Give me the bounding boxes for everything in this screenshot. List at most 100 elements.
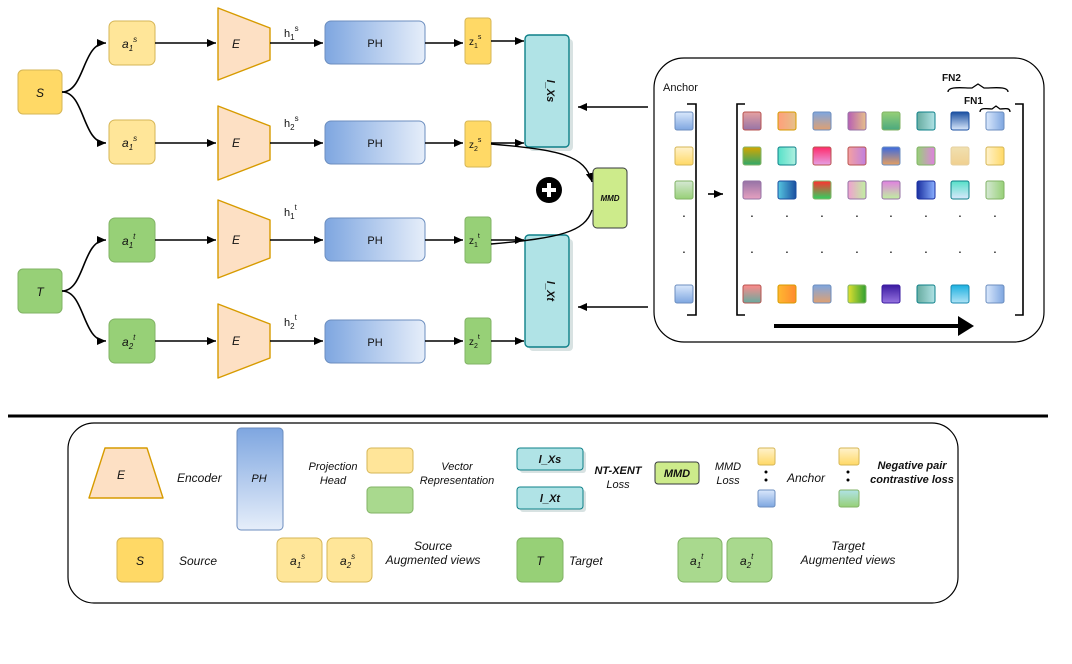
- legend-ntxent-label-2: Loss: [606, 479, 630, 491]
- encoder-label: E: [232, 233, 241, 247]
- legend-vector-label-1: Vector: [441, 461, 474, 473]
- branch-connectors: [61, 39, 107, 345]
- legend-src-aug-1: Source: [414, 539, 452, 553]
- ph-label: PH: [367, 38, 382, 50]
- h-label: h2t: [284, 313, 298, 331]
- contrastive-matrix-panel: Anchor FN2 FN1 ··················: [653, 57, 1045, 343]
- matrix-cell: [916, 180, 936, 200]
- source-node: S: [17, 69, 63, 115]
- matrix-cell: [881, 111, 901, 131]
- legend-tgt-view1: a1t: [690, 552, 704, 570]
- view-a2s: a1s: [108, 119, 156, 165]
- z-label: z2t: [469, 334, 480, 350]
- mmd-connectors: [490, 143, 594, 245]
- ph-4: PH: [324, 319, 426, 364]
- ph-1: PH: [324, 20, 426, 65]
- ellipsis-dot: ·: [750, 207, 755, 223]
- encoder-4: E: [217, 303, 271, 379]
- legend-neg-label-1: Negative pair: [877, 460, 947, 472]
- matrix-cell: [777, 111, 797, 131]
- anchor-cell: [674, 146, 694, 166]
- matrix-left-bracket: [736, 103, 745, 316]
- anchor-cell: [674, 111, 694, 131]
- anchor-cell: [674, 284, 694, 304]
- source-node-label: S: [36, 86, 44, 100]
- loss-source-box: l_Xs: [524, 34, 573, 151]
- fn2-brace: [947, 83, 1009, 93]
- legend-anchor: Anchor: [757, 447, 826, 508]
- ellipsis-dot: ·: [682, 243, 687, 259]
- encoder-2: E: [217, 105, 271, 181]
- matrix-cell: [881, 284, 901, 304]
- matrix-cell: [950, 111, 970, 131]
- pipeline-diagram: S T a1s a1s a1t a2t: [17, 7, 1045, 379]
- matrix-cell: [916, 111, 936, 131]
- matrix-cell: [742, 111, 762, 131]
- view-label: a1s: [122, 134, 137, 152]
- mmd-label: MMD: [600, 194, 619, 203]
- matrix-cell: [812, 146, 832, 166]
- matrix-cell: [812, 180, 832, 200]
- legend-anchor-label: Anchor: [786, 471, 826, 485]
- matrix-cell: [985, 180, 1005, 200]
- legend-mmd: MMD MMD Loss: [654, 461, 741, 487]
- ellipsis-dot: ·: [855, 207, 860, 223]
- z1s-vector: z1s: [464, 17, 492, 65]
- matrix-cell: [847, 180, 867, 200]
- encoder-to-ph-arrows: [270, 39, 323, 345]
- matrix-cell: [847, 284, 867, 304]
- legend-src-view2: a2s: [340, 552, 355, 570]
- fn2-label: FN2: [942, 73, 961, 84]
- matrix-dots: ··················: [682, 207, 998, 259]
- ellipsis-dot: ·: [958, 243, 963, 259]
- view-label: a2t: [122, 333, 136, 351]
- legend-negative-pair: Negative pair contrastive loss: [838, 447, 954, 508]
- matrix-cell: [742, 180, 762, 200]
- matrix-cell: [742, 146, 762, 166]
- matrix-cell: [881, 180, 901, 200]
- legend-ph: PH Projection Head: [236, 427, 358, 531]
- matrix-cell: [847, 146, 867, 166]
- ellipsis-dot: ·: [785, 207, 790, 223]
- legend-tgt-aug-2: Augmented views: [800, 553, 896, 567]
- view-a1t: a1t: [108, 217, 156, 263]
- view-to-encoder-arrows: [155, 39, 216, 345]
- legend-encoder-symbol: E: [117, 468, 126, 482]
- h-label: h1t: [284, 203, 298, 221]
- view-a1s: a1s: [108, 20, 156, 66]
- matrix-cell: [985, 146, 1005, 166]
- ellipsis-dot: ·: [889, 207, 894, 223]
- fn1-label: FN1: [964, 96, 983, 107]
- legend-tgt-view2: a2t: [740, 552, 754, 570]
- matrix-cell: [847, 111, 867, 131]
- loss-target-label: l_Xt: [544, 281, 556, 303]
- matrix-cell: [742, 284, 762, 304]
- legend-source-label: Source: [179, 554, 217, 568]
- target-node-label: T: [36, 285, 45, 299]
- matrix-cell: [985, 111, 1005, 131]
- z1t-vector: z1t: [464, 216, 492, 264]
- legend-ntxent: l_Xs l_Xt NT-XENT Loss: [516, 447, 643, 512]
- matrix-cells: [742, 111, 1005, 304]
- panel-to-loss-arrows: [578, 103, 648, 311]
- loss-target-box: l_Xt: [524, 234, 573, 351]
- legend-src-view1: a1s: [290, 552, 305, 570]
- legend-source-symbol: S: [136, 554, 144, 568]
- ellipsis-dot: ·: [820, 207, 825, 223]
- encoder-1: E: [217, 7, 271, 81]
- legend-ph-label-1: Projection: [309, 461, 358, 473]
- ellipsis-dot: ·: [750, 243, 755, 259]
- ellipsis-dot: ·: [993, 243, 998, 259]
- ellipsis-dot: ·: [958, 207, 963, 223]
- ellipsis-dot: ·: [785, 243, 790, 259]
- encoder-label: E: [232, 334, 241, 348]
- z2s-vector: z2s: [464, 120, 492, 168]
- anchor-cell: [674, 180, 694, 200]
- anchor-bracket: [687, 103, 697, 316]
- legend-ph-symbol: PH: [251, 473, 266, 485]
- matrix-cell: [812, 284, 832, 304]
- legend-vector: Vector Representation: [366, 447, 494, 514]
- anchor-label: Anchor: [663, 82, 698, 94]
- view-a2t: a2t: [108, 318, 156, 364]
